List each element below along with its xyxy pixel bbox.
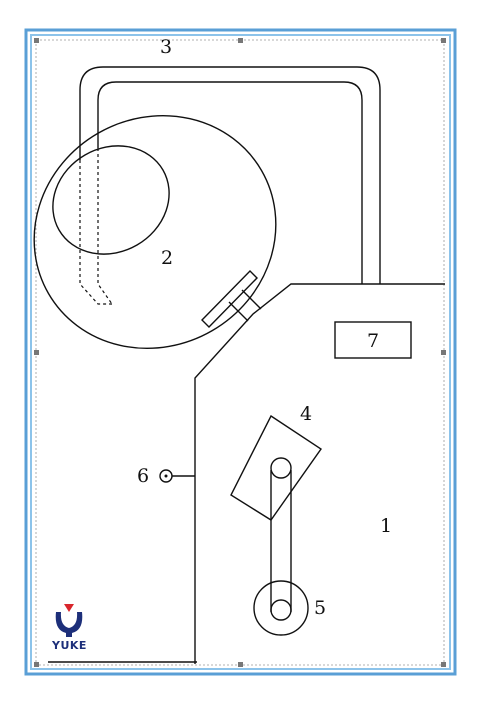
hidden-duct [79, 148, 113, 305]
handle-bottom-left[interactable] [34, 662, 39, 667]
label-part-1: 1 [380, 515, 392, 537]
lower-pulley [253, 580, 309, 636]
handle-bottom-right[interactable] [441, 662, 446, 667]
handle-middle-left[interactable] [34, 350, 39, 355]
control-panel [334, 321, 412, 359]
label-part-2: 2 [161, 247, 173, 269]
outer-frame [24, 28, 457, 676]
selection-handles[interactable] [34, 38, 446, 667]
yuke-logo: YUKE [51, 604, 87, 652]
label-part-3: 3 [160, 36, 172, 58]
drive-belt [270, 470, 292, 612]
inner-frame [30, 34, 451, 670]
label-part-4: 4 [300, 403, 312, 425]
logo-emblem [55, 612, 83, 637]
handle-top-right[interactable] [441, 38, 446, 43]
switch-knob-dot [164, 474, 168, 478]
handle-top-left[interactable] [34, 38, 39, 43]
handle-middle-right[interactable] [441, 350, 446, 355]
pan-mount [201, 270, 258, 328]
label-part-5: 5 [314, 597, 326, 619]
label-part-6: 6 [137, 465, 149, 487]
handle-bottom-middle[interactable] [238, 662, 243, 667]
label-part-7: 7 [367, 330, 379, 352]
exhaust-duct-inner [97, 81, 363, 284]
logo-emblem-core [66, 619, 72, 625]
machine-body [194, 283, 445, 664]
pan-opening [52, 145, 170, 255]
coating-pan [33, 114, 277, 350]
pan-shaft [228, 289, 262, 322]
logo-red-mark [64, 604, 74, 612]
lower-pulley-hub [270, 599, 292, 621]
upper-pulley [270, 457, 292, 479]
handle-top-middle[interactable] [238, 38, 243, 43]
motor-box [230, 414, 322, 521]
logo-text: YUKE [51, 639, 87, 652]
exhaust-duct-outer [79, 66, 381, 284]
